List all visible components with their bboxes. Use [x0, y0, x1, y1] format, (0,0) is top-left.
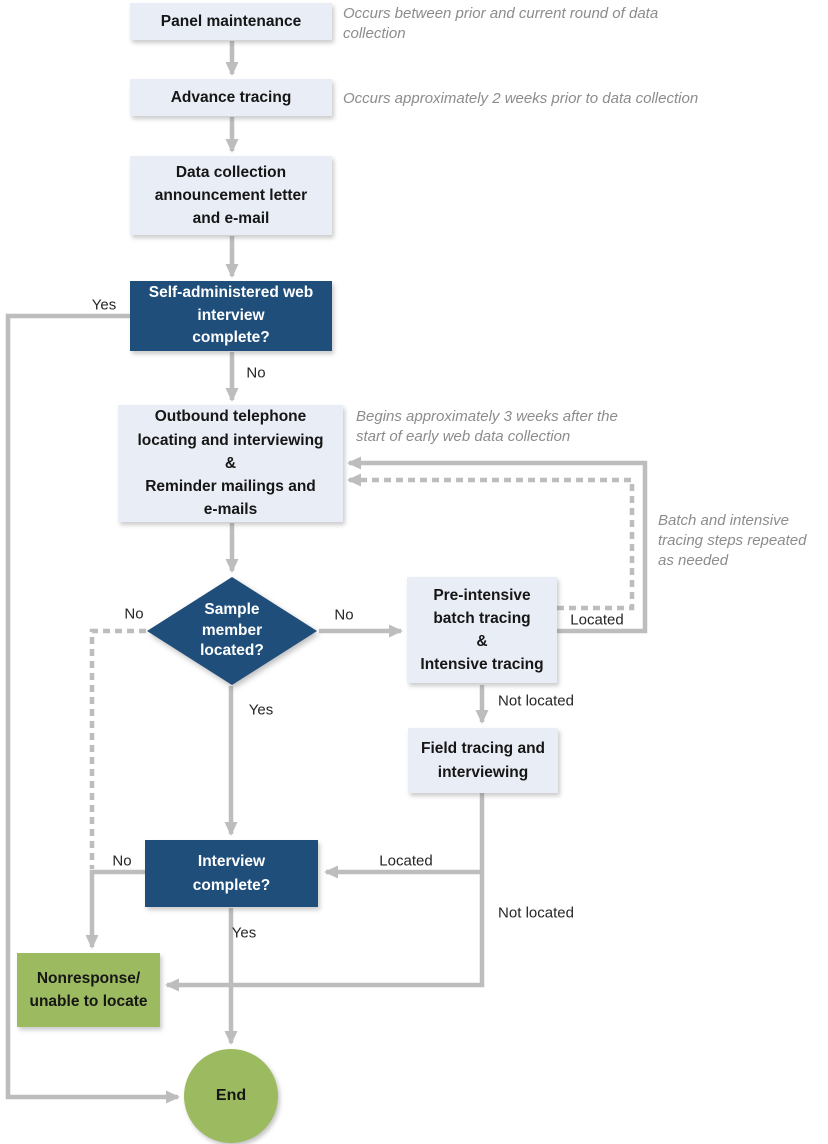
edge-interview-no-to-nonresponse — [85, 869, 145, 949]
edge-label-web-yes: Yes — [91, 296, 117, 314]
edge-label-field-located: Located — [379, 852, 433, 870]
edge-label-sample-yes: Yes — [248, 701, 274, 719]
note-tracing-repeat: Batch and intensive tracing steps repeat… — [658, 512, 807, 569]
edge-label-sample-no-left: No — [124, 605, 144, 623]
node-announcement-letter: Data collection announcement letter and … — [130, 156, 332, 235]
edge-label-field-not-located: Not located — [498, 904, 574, 922]
edge-label-interview-yes: Yes — [231, 924, 257, 942]
edge-label-batch-located: Located — [570, 611, 624, 629]
node-batch-intensive-tracing: Pre-intensive batch tracing & Intensive … — [407, 577, 557, 683]
note-advance-tracing: Occurs approximately 2 weeks prior to da… — [343, 90, 699, 107]
note-outbound-timing: Begins approximately 3 weeks after the s… — [356, 408, 618, 445]
node-outbound-telephone: Outbound telephone locating and intervie… — [118, 405, 343, 522]
node-nonresponse-unable-to-locate: Nonresponse/ unable to locate — [17, 953, 160, 1027]
edge-batch-repeat-dashed-to-outbound — [347, 473, 635, 611]
decision-sample-member-located-shape: Sample member located? — [147, 577, 317, 685]
edge-web-yes-to-end — [5, 313, 180, 1104]
edge-label-web-no: No — [246, 364, 266, 382]
node-advance-tracing: Advance tracing — [130, 79, 332, 116]
node-end: End — [184, 1049, 278, 1143]
note-panel-maintenance: Occurs between prior and current round o… — [343, 5, 659, 42]
node-interview-complete: Interview complete? — [145, 840, 318, 907]
edge-label-batch-not-located: Not located — [498, 692, 574, 710]
edge-batch-located-to-outbound — [347, 456, 648, 634]
edge-diamond-no-left-dashed — [89, 628, 146, 869]
edge-field-notlocated-to-nonresponse — [165, 793, 485, 992]
decision-sample-member-located: Sample member located? — [147, 577, 317, 685]
node-field-tracing: Field tracing and interviewing — [408, 728, 558, 793]
node-panel-maintenance: Panel maintenance — [130, 3, 332, 40]
node-web-interview-complete: Self-administered web interview complete… — [130, 281, 332, 351]
edge-label-interview-no: No — [112, 852, 132, 870]
edge-label-sample-no-right: No — [334, 606, 354, 624]
